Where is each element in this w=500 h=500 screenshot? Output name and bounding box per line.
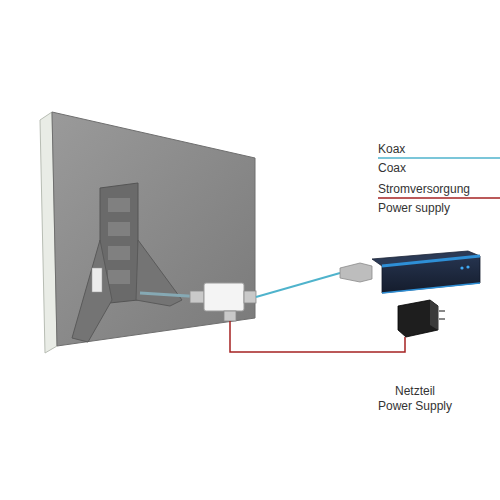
f-connector xyxy=(224,311,236,321)
receiver-light xyxy=(460,266,463,269)
legend-line-power xyxy=(378,197,500,199)
power-wire xyxy=(230,321,405,352)
flat-antenna xyxy=(52,112,255,346)
legend-text: Stromversorgung xyxy=(378,182,470,196)
f-connector xyxy=(190,291,204,303)
f-connector xyxy=(244,291,256,303)
receiver-stripe xyxy=(382,283,480,293)
receiver-light xyxy=(466,265,469,268)
part-label: Netzteil xyxy=(395,384,435,398)
coax-cable xyxy=(256,273,340,297)
power-supply xyxy=(398,300,438,337)
bracket-slot xyxy=(108,270,130,284)
bracket-slot xyxy=(108,198,130,212)
f-connector xyxy=(340,263,372,282)
antenna-plug xyxy=(92,268,102,292)
power-inserter xyxy=(204,283,244,311)
bracket-slot xyxy=(108,246,130,260)
power-supply-side xyxy=(430,300,438,330)
legend-text: Coax xyxy=(378,161,406,175)
legend-text: Power supply xyxy=(378,201,450,215)
receiver-stripe xyxy=(382,256,480,266)
legend-text: Koax xyxy=(378,142,405,156)
bracket-slot xyxy=(108,222,130,236)
plug-prong xyxy=(439,310,445,312)
plug-prong xyxy=(439,318,445,320)
part-label: Power Supply xyxy=(378,399,452,413)
stand-leg xyxy=(72,240,112,342)
legend-line-coax xyxy=(378,157,500,159)
satellite-receiver xyxy=(382,256,480,293)
